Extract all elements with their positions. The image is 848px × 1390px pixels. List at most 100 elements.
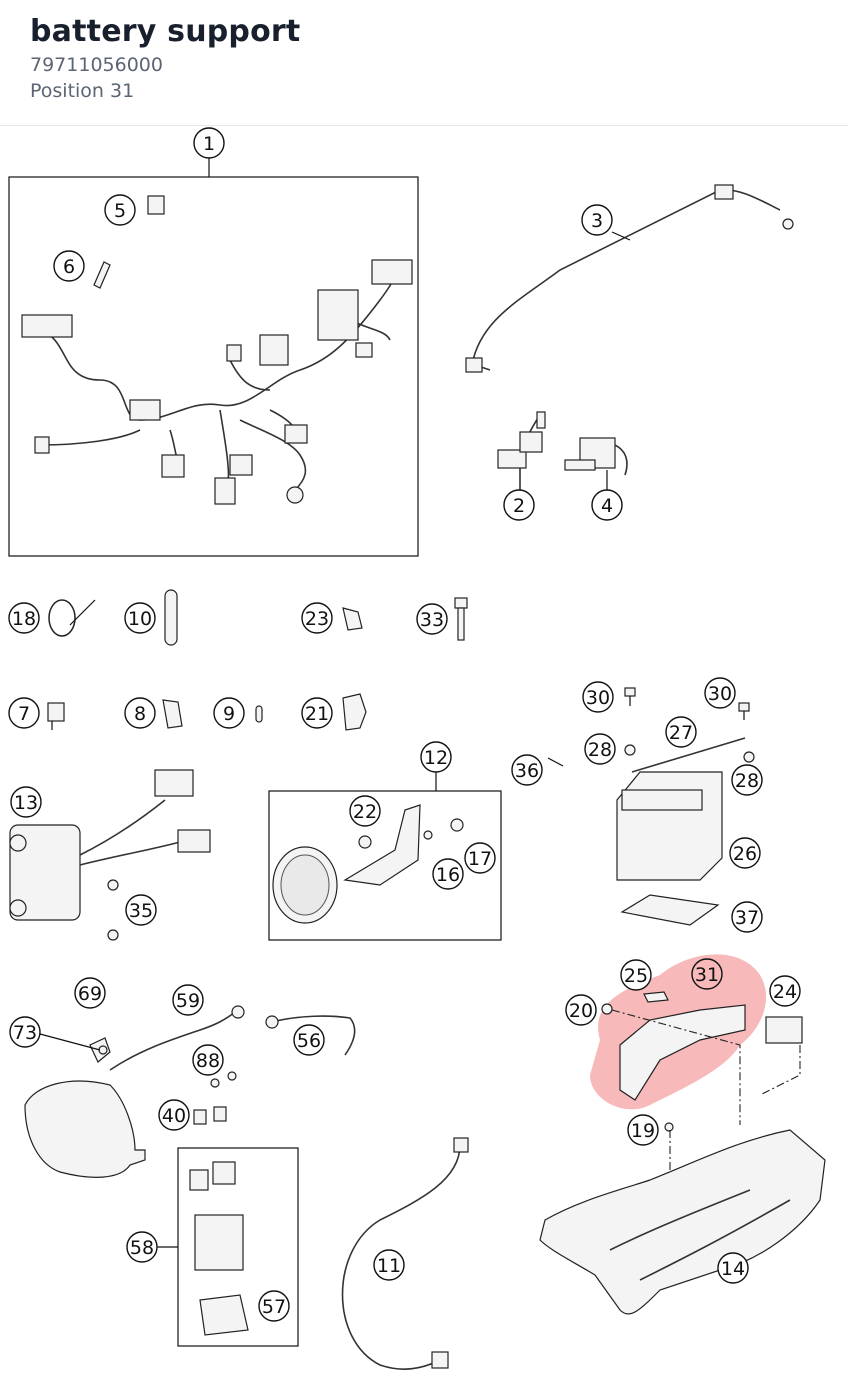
connector-5[interactable] (147, 195, 165, 215)
callout-26[interactable]: 26 (729, 837, 761, 869)
callout-17[interactable]: 17 (464, 842, 496, 874)
relay-7[interactable] (47, 702, 65, 730)
callout-33[interactable]: 33 (416, 603, 448, 635)
callout-25[interactable]: 25 (620, 959, 652, 991)
cover-57[interactable] (199, 1294, 249, 1336)
cable-3[interactable] (465, 184, 794, 373)
clips-40[interactable] (193, 1106, 227, 1125)
cap-21[interactable] (342, 693, 367, 731)
callout-2[interactable]: 2 (503, 489, 535, 521)
screw-22[interactable] (358, 835, 372, 849)
callout-circle (432, 858, 464, 890)
callout-11[interactable]: 11 (373, 1249, 405, 1281)
screw-36[interactable] (547, 757, 564, 767)
strap-10[interactable] (164, 589, 178, 646)
callout-27[interactable]: 27 (665, 716, 697, 748)
callout-5[interactable]: 5 (104, 194, 136, 226)
callout-35[interactable]: 35 (125, 894, 157, 926)
nut-20[interactable] (601, 1003, 613, 1015)
callout-21[interactable]: 21 (301, 697, 333, 729)
callout-8[interactable]: 8 (124, 697, 156, 729)
callout-3[interactable]: 3 (581, 204, 613, 236)
starter-cable-59[interactable] (109, 1005, 245, 1071)
screw-30b[interactable] (738, 702, 750, 720)
callout-30[interactable]: 30 (582, 681, 614, 713)
horn-12[interactable] (272, 804, 421, 924)
callout-30[interactable]: 30 (704, 677, 736, 709)
callout-number: 40 (162, 1105, 186, 1127)
clip-23[interactable] (342, 607, 363, 631)
callout-28[interactable]: 28 (731, 764, 763, 796)
callout-12[interactable]: 12 (420, 741, 452, 773)
rear-frame-14[interactable] (539, 1129, 826, 1315)
callout-36[interactable]: 36 (511, 754, 543, 786)
callout-37[interactable]: 37 (731, 901, 763, 933)
washer-28a[interactable] (624, 744, 636, 756)
switch-4[interactable] (564, 437, 628, 490)
terminal-6[interactable] (93, 261, 111, 289)
bulb-9[interactable] (255, 705, 263, 723)
callout-number: 5 (114, 200, 126, 222)
screws-88[interactable] (210, 1071, 237, 1088)
callout-number: 4 (601, 495, 613, 517)
washer-28b[interactable] (743, 751, 755, 763)
callout-22[interactable]: 22 (349, 795, 381, 827)
callout-18[interactable]: 18 (8, 602, 40, 634)
nut-73[interactable] (98, 1045, 108, 1055)
callout-58[interactable]: 58 (126, 1231, 158, 1263)
screw-30a[interactable] (624, 687, 636, 706)
callout-circle (420, 741, 452, 773)
nut-17[interactable] (450, 818, 464, 832)
callout-4[interactable]: 4 (591, 489, 623, 521)
callout-9[interactable]: 9 (213, 697, 245, 729)
callout-number: 19 (631, 1120, 655, 1142)
callout-57[interactable]: 57 (258, 1290, 290, 1322)
callout-number: 58 (130, 1237, 154, 1259)
callout-number: 10 (128, 608, 152, 630)
pad-37[interactable] (620, 894, 720, 926)
callout-13[interactable]: 13 (10, 786, 42, 818)
callout-73[interactable]: 73 (9, 1016, 41, 1048)
callout-56[interactable]: 56 (293, 1024, 325, 1056)
callout-19[interactable]: 19 (627, 1114, 659, 1146)
callout-10[interactable]: 10 (124, 602, 156, 634)
cable-11[interactable] (341, 1137, 469, 1370)
callout-circle (717, 1252, 749, 1284)
callout-number: 11 (377, 1255, 401, 1277)
bolt-33[interactable] (454, 597, 468, 641)
callout-1[interactable]: 1 (193, 127, 225, 159)
callout-7[interactable]: 7 (8, 697, 40, 729)
battery-26[interactable] (616, 771, 723, 881)
callout-24[interactable]: 24 (769, 975, 801, 1007)
callout-40[interactable]: 40 (158, 1099, 190, 1131)
horn-group-box (268, 790, 502, 941)
washer-16[interactable] (423, 830, 433, 840)
switch-2[interactable] (497, 411, 546, 490)
screw-19[interactable] (664, 1122, 674, 1132)
battery-support-31[interactable] (619, 1004, 746, 1101)
cable-56[interactable] (265, 1015, 356, 1056)
callout-circle (8, 602, 40, 634)
callout-circle (125, 894, 157, 926)
callout-6[interactable]: 6 (53, 250, 85, 282)
screws-35[interactable] (107, 879, 119, 941)
connector-24[interactable] (765, 1016, 803, 1044)
callout-31[interactable]: 31 (691, 958, 723, 990)
callout-23[interactable]: 23 (301, 602, 333, 634)
callout-69[interactable]: 69 (74, 977, 106, 1009)
callout-number: 73 (13, 1022, 37, 1044)
callout-20[interactable]: 20 (565, 994, 597, 1026)
callout-88[interactable]: 88 (192, 1044, 224, 1076)
relay-58[interactable] (189, 1161, 244, 1271)
cable-27[interactable] (631, 737, 746, 773)
starter-motor[interactable] (24, 1080, 146, 1178)
callout-59[interactable]: 59 (172, 984, 204, 1016)
callout-28[interactable]: 28 (584, 733, 616, 765)
cover-25[interactable] (643, 991, 669, 1003)
callout-14[interactable]: 14 (717, 1252, 749, 1284)
main-wiring-harness[interactable] (21, 259, 413, 505)
bracket-8[interactable] (162, 699, 183, 729)
cable-tie-18[interactable] (48, 599, 96, 637)
regulator-13[interactable] (9, 769, 211, 921)
callout-16[interactable]: 16 (432, 858, 464, 890)
